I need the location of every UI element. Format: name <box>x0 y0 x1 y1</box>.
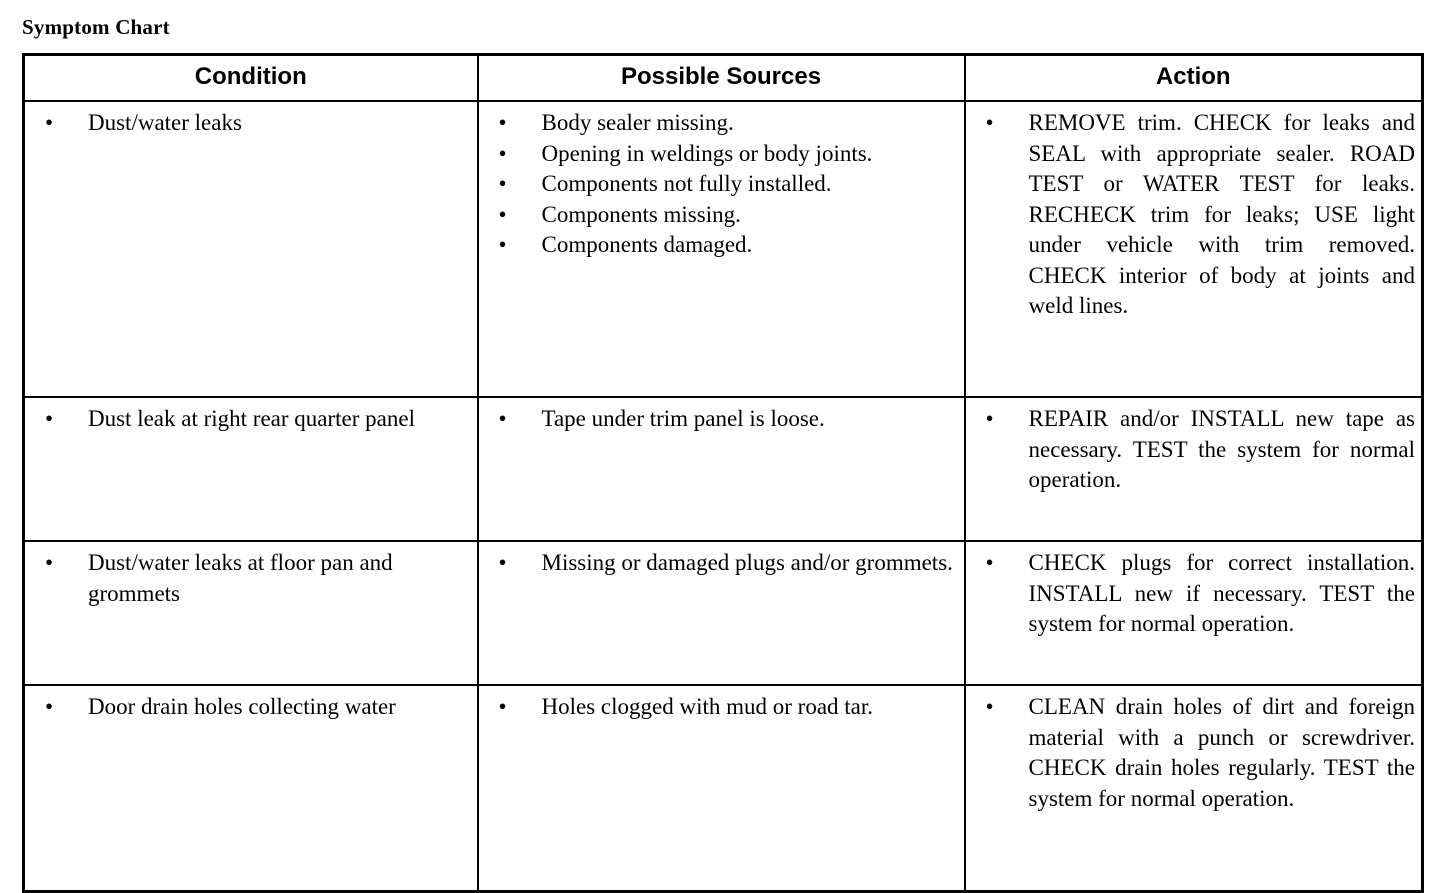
list-item-text: Door drain holes collecting water <box>88 694 396 719</box>
list-item-text: Components not fully installed. <box>541 171 832 196</box>
list-item: • Missing or damaged plugs and/or gromme… <box>485 548 958 579</box>
list-item-text: REPAIR and/or INSTALL new tape as necess… <box>1028 406 1416 492</box>
bullet-icon: • <box>985 406 994 431</box>
list-item-text: Opening in weldings or body joints. <box>541 140 873 166</box>
bullet-icon: • <box>498 406 507 431</box>
bullet-list-action: • CHECK plugs for correct installation. … <box>972 548 1416 640</box>
symptom-chart-page: Symptom Chart Condition Possible Sources… <box>22 15 1424 893</box>
bullet-list-action: • CLEAN drain holes of dirt and foreign … <box>972 692 1416 814</box>
list-item-text: REMOVE trim. CHECK for leaks and SEAL wi… <box>1028 110 1416 318</box>
table-header: Condition Possible Sources Action <box>22 53 1424 102</box>
list-item-text: Tape under trim panel is loose. <box>541 406 825 431</box>
cell-condition: • Door drain holes collecting water <box>22 684 479 893</box>
list-item: • REPAIR and/or INSTALL new tape as nece… <box>972 404 1416 496</box>
list-item: • CLEAN drain holes of dirt and foreign … <box>972 692 1416 814</box>
bullet-icon: • <box>45 406 54 431</box>
bullet-list-sources: • Body sealer missing. • Opening in weld… <box>485 108 958 261</box>
list-item: • Body sealer missing. <box>485 108 958 139</box>
cell-action: • REMOVE trim. CHECK for leaks and SEAL … <box>963 100 1424 398</box>
column-header-condition: Condition <box>22 53 479 102</box>
bullet-icon: • <box>985 110 994 135</box>
bullet-list-condition: • Dust/water leaks at floor pan and grom… <box>31 548 471 609</box>
list-item-text: Components missing. <box>541 201 741 227</box>
cell-condition: • Dust leak at right rear quarter panel <box>22 396 479 542</box>
list-item: • Components missing. <box>485 200 958 231</box>
table-row: • Dust/water leaks • Body sealer missing… <box>22 100 1424 398</box>
column-header-action: Action <box>963 53 1424 102</box>
list-item: • Door drain holes collecting water <box>31 692 471 723</box>
bullet-icon: • <box>498 171 507 196</box>
cell-action: • CLEAN drain holes of dirt and foreign … <box>963 684 1424 893</box>
bullet-icon: • <box>45 694 54 719</box>
list-item-text: Body sealer missing. <box>541 110 734 135</box>
list-item: • Dust/water leaks at floor pan and grom… <box>31 548 471 609</box>
list-item-text: Dust/water leaks <box>88 110 242 135</box>
cell-condition: • Dust/water leaks at floor pan and grom… <box>22 540 479 686</box>
bullet-icon: • <box>985 694 994 719</box>
bullet-icon: • <box>498 140 507 166</box>
cell-possible-sources: • Body sealer missing. • Opening in weld… <box>476 100 966 398</box>
bullet-list-sources: • Missing or damaged plugs and/or gromme… <box>485 548 958 579</box>
list-item-text: Missing or damaged plugs and/or grommets… <box>541 550 953 575</box>
bullet-icon: • <box>498 201 507 227</box>
bullet-icon: • <box>45 550 54 575</box>
bullet-list-action: • REMOVE trim. CHECK for leaks and SEAL … <box>972 108 1416 322</box>
list-item-text: Dust leak at right rear quarter panel <box>88 406 415 431</box>
list-item-text: Dust/water leaks at floor pan and gromme… <box>88 550 393 606</box>
list-item: • Components not fully installed. <box>485 169 958 200</box>
bullet-list-condition: • Door drain holes collecting water <box>31 692 471 723</box>
bullet-icon: • <box>985 550 994 575</box>
table-header-row: Condition Possible Sources Action <box>22 53 1424 102</box>
cell-action: • REPAIR and/or INSTALL new tape as nece… <box>963 396 1424 542</box>
symptom-chart-table: Condition Possible Sources Action • Dust… <box>22 53 1424 893</box>
cell-possible-sources: • Missing or damaged plugs and/or gromme… <box>476 540 966 686</box>
bullet-list-sources: • Tape under trim panel is loose. <box>485 404 958 435</box>
list-item: • Components damaged. <box>485 230 958 261</box>
cell-possible-sources: • Holes clogged with mud or road tar. <box>476 684 966 893</box>
bullet-icon: • <box>498 550 507 575</box>
bullet-icon: • <box>498 694 507 719</box>
list-item: • Tape under trim panel is loose. <box>485 404 958 435</box>
page-title: Symptom Chart <box>22 15 170 39</box>
table-body: • Dust/water leaks • Body sealer missing… <box>22 100 1424 893</box>
list-item: • REMOVE trim. CHECK for leaks and SEAL … <box>972 108 1416 322</box>
cell-possible-sources: • Tape under trim panel is loose. <box>476 396 966 542</box>
bullet-icon: • <box>498 232 507 257</box>
bullet-icon: • <box>45 110 54 135</box>
list-item-text: CLEAN drain holes of dirt and foreign ma… <box>1028 694 1416 811</box>
table-row: • Door drain holes collecting water • Ho… <box>22 684 1424 893</box>
list-item-text: CHECK plugs for correct installation. IN… <box>1028 550 1416 636</box>
bullet-icon: • <box>498 110 507 135</box>
list-item: • Opening in weldings or body joints. <box>485 139 958 170</box>
list-item-text: Components damaged. <box>541 232 753 257</box>
list-item-text: Holes clogged with mud or road tar. <box>541 694 874 719</box>
list-item: • Dust leak at right rear quarter panel <box>31 404 471 435</box>
column-header-possible-sources: Possible Sources <box>476 53 966 102</box>
bullet-list-sources: • Holes clogged with mud or road tar. <box>485 692 958 723</box>
table-row: • Dust/water leaks at floor pan and grom… <box>22 540 1424 686</box>
bullet-list-condition: • Dust leak at right rear quarter panel <box>31 404 471 435</box>
bullet-list-action: • REPAIR and/or INSTALL new tape as nece… <box>972 404 1416 496</box>
table-row: • Dust leak at right rear quarter panel … <box>22 396 1424 542</box>
cell-action: • CHECK plugs for correct installation. … <box>963 540 1424 686</box>
list-item: • Dust/water leaks <box>31 108 471 139</box>
list-item: • CHECK plugs for correct installation. … <box>972 548 1416 640</box>
list-item: • Holes clogged with mud or road tar. <box>485 692 958 723</box>
bullet-list-condition: • Dust/water leaks <box>31 108 471 139</box>
cell-condition: • Dust/water leaks <box>22 100 479 398</box>
